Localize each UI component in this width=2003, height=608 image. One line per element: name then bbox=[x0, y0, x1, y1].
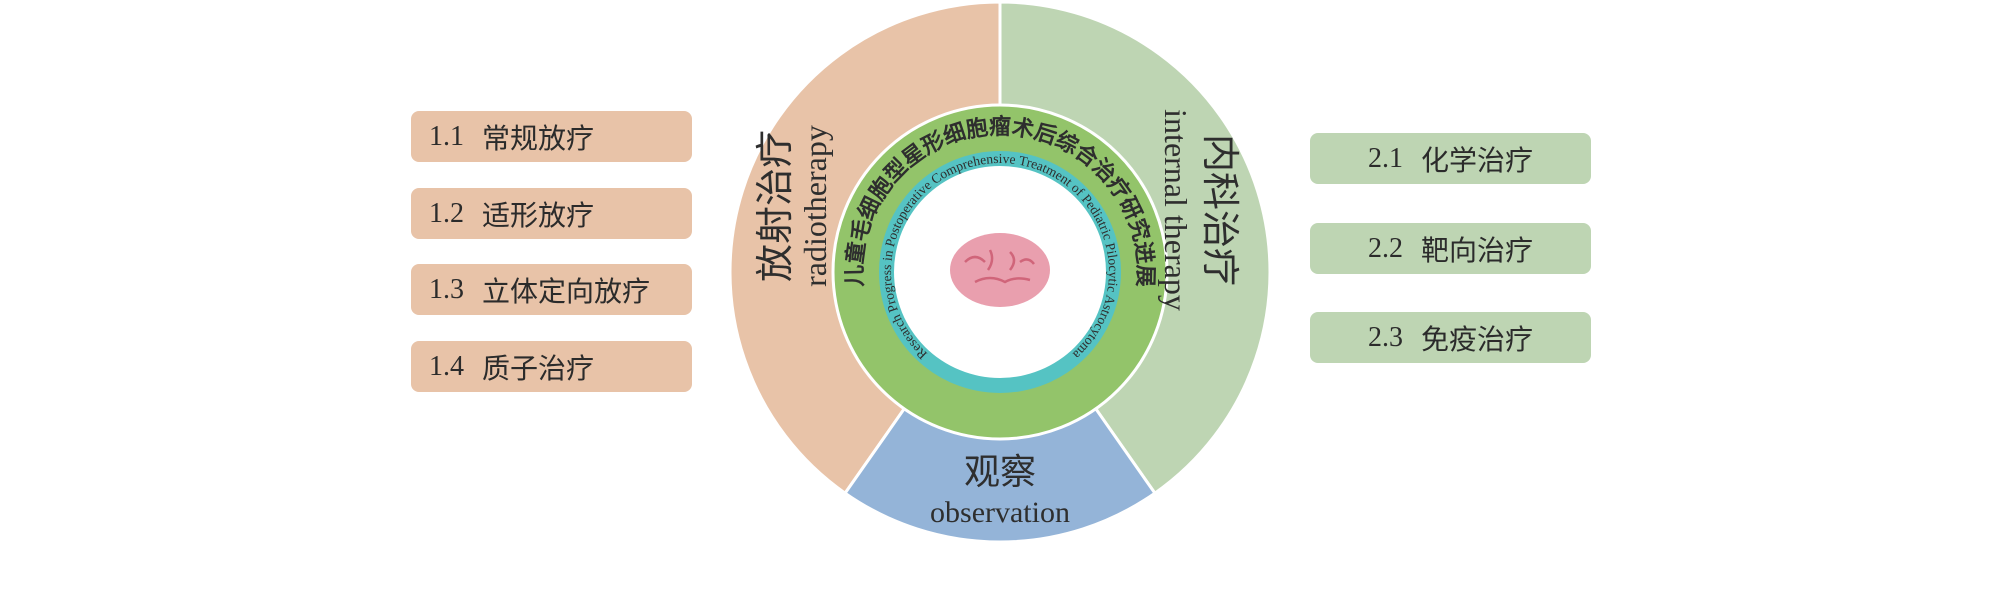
radiotherapy-label-cn: 放射治疗 bbox=[755, 130, 797, 282]
item-label: 化学治疗 bbox=[1420, 145, 1533, 177]
item-number: 1.3 bbox=[429, 273, 464, 305]
item-number: 2.1 bbox=[1367, 142, 1403, 174]
observation-label-en: observation bbox=[930, 496, 1070, 529]
item-number: 1.4 bbox=[429, 350, 464, 382]
item-label: 质子治疗 bbox=[482, 353, 595, 385]
internal-item-2: 2.2 靶向治疗 bbox=[1310, 223, 1591, 274]
item-number: 2.3 bbox=[1367, 321, 1403, 353]
item-label: 靶向治疗 bbox=[1420, 235, 1533, 267]
item-label: 免疫治疗 bbox=[1420, 324, 1533, 356]
item-number: 2.2 bbox=[1367, 232, 1403, 264]
item-label: 常规放疗 bbox=[482, 123, 595, 155]
observation-label-cn: 观察 bbox=[964, 452, 1036, 492]
radiotherapy-item-1: 1.1 常规放疗 bbox=[411, 111, 692, 162]
internal-item-3: 2.3 免疫治疗 bbox=[1310, 312, 1591, 363]
item-number: 1.2 bbox=[429, 197, 464, 229]
radiotherapy-label-en: radiotherapy bbox=[797, 125, 833, 287]
internal-item-1: 2.1 化学治疗 bbox=[1310, 133, 1591, 184]
internal-label-en: internal therapy bbox=[1158, 109, 1194, 311]
item-label: 适形放疗 bbox=[482, 200, 595, 232]
radiotherapy-item-3: 1.3 立体定向放疗 bbox=[411, 264, 692, 315]
item-number: 1.1 bbox=[429, 120, 464, 152]
brain-icon bbox=[950, 233, 1050, 307]
radiotherapy-item-2: 1.2 适形放疗 bbox=[411, 188, 692, 239]
internal-label-cn: 内科治疗 bbox=[1198, 134, 1240, 286]
radiotherapy-item-4: 1.4 质子治疗 bbox=[411, 341, 692, 392]
item-label: 立体定向放疗 bbox=[482, 276, 651, 308]
